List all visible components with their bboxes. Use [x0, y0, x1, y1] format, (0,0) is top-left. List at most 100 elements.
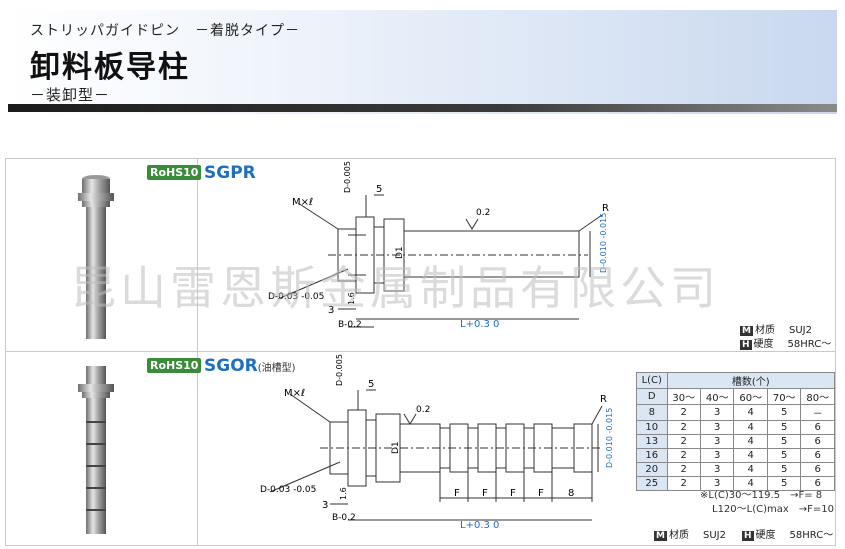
table-row: 13 2 3 4 5 6 — [636, 434, 835, 449]
dim-d1: D1 — [391, 441, 401, 454]
dim-mxl: M×ℓ — [292, 197, 313, 208]
table-cell: 6 — [800, 462, 835, 477]
dim-r: R — [600, 394, 607, 405]
table-cell: 2 — [666, 448, 701, 463]
product-code-sgor: SGOR(油槽型) — [204, 356, 296, 376]
dim-d-tol-right: D-0.010 -0.015 — [599, 213, 608, 273]
table-cell: 5 — [766, 404, 802, 421]
table-cell: 4 — [733, 448, 768, 463]
table-col-header: 40～ — [699, 388, 735, 405]
header-underline-bar — [8, 104, 837, 112]
table-row: 10 2 3 4 5 6 — [636, 420, 835, 435]
pin-photo-sgor — [78, 366, 114, 534]
table-cell: 6 — [800, 420, 835, 435]
dim-three: 3 — [322, 500, 328, 511]
dim-b-tol: B-0.2 — [332, 513, 356, 523]
dim-mxl: M×ℓ — [284, 388, 305, 399]
dim-d-tol-top: D-0.005 — [343, 161, 352, 193]
table-row: 20 2 3 4 5 6 — [636, 462, 835, 477]
dim-l-tol: L+0.3 0 — [460, 520, 499, 531]
pin-photo-sgpr — [78, 175, 114, 339]
hardness-value: 58HRC～ — [789, 530, 834, 541]
material-label: 材质 — [668, 530, 689, 541]
table-cell: － — [800, 404, 835, 421]
hardness-label: 硬度 — [755, 530, 776, 541]
dim-five: 5 — [376, 184, 382, 195]
table-cell: 2 — [666, 404, 701, 421]
table-corner-bottom: D — [636, 388, 668, 405]
product-code-sgpr: SGPR — [204, 163, 256, 183]
table-cell: 4 — [733, 420, 768, 435]
dim-d-tol-right: D-0.010 -0.015 — [605, 408, 614, 468]
table-cell-d: 13 — [636, 434, 668, 449]
dim-f-4: F — [538, 488, 544, 499]
dim-r: R — [602, 203, 609, 214]
table-cell-d: 10 — [636, 420, 668, 435]
watermark: 昆山雷恩斯金属制品有限公司 — [70, 261, 720, 315]
table-corner-top: L(C) — [636, 372, 668, 389]
table-cell: 2 — [666, 434, 701, 449]
dim-f-1: F — [454, 488, 460, 499]
dim-tol-02: 0.2 — [476, 208, 490, 218]
table-cell: 4 — [733, 476, 768, 491]
hardness-label: 硬度 — [753, 339, 774, 350]
table-cell-d: 16 — [636, 448, 668, 463]
table-cell: 5 — [766, 448, 802, 463]
dim-tol-02: 0.2 — [416, 405, 430, 415]
table-cell: 2 — [666, 476, 701, 491]
header-type-label: －装卸型－ — [30, 86, 111, 104]
table-cell: 6 — [800, 476, 835, 491]
product-code-note: (油槽型) — [257, 363, 296, 374]
dim-f-2: F — [482, 488, 488, 499]
dim-l-tol: L+0.3 0 — [460, 319, 499, 330]
dim-f-3: F — [510, 488, 516, 499]
dim-b-tol: B-0.2 — [338, 320, 362, 330]
product-panel-sgor: RoHS10 SGOR(油槽型) — [5, 351, 836, 546]
sgor-drawing: M×ℓ D-0.005 5 0.2 R D1 D-0.010 -0.015 D-… — [260, 354, 614, 531]
table-cell: 6 — [800, 434, 835, 449]
table-cell-d: 20 — [636, 462, 668, 477]
product-photo-sgpr — [6, 159, 198, 352]
product-photo-sgor — [6, 352, 198, 545]
table-cell: 4 — [733, 462, 768, 477]
table-col-header: 70～ — [766, 388, 802, 405]
page-title: 卸料板导柱 — [30, 50, 190, 85]
groove-note-1: ※L(C)30～119.5 →F= 8 — [700, 490, 823, 501]
table-cell-d: 25 — [636, 476, 668, 491]
table-col-header: 60～ — [733, 388, 768, 405]
table-cell: 2 — [666, 420, 701, 435]
table-col-header: 80～ — [800, 388, 835, 405]
table-cell: 5 — [766, 462, 802, 477]
dim-one-six: 1.6 — [347, 292, 356, 305]
dim-d1: D1 — [395, 246, 405, 259]
table-cell-d: 8 — [636, 404, 668, 421]
hardness-mark: H — [742, 531, 754, 541]
dim-five: 5 — [368, 379, 374, 390]
table-cell: 3 — [699, 404, 735, 421]
table-row: 8 2 3 4 5 － — [636, 404, 835, 421]
page-header — [8, 10, 837, 114]
hardness-value: 58HRC～ — [787, 339, 832, 350]
product-code-label: SGPR — [204, 163, 256, 183]
table-cell: 5 — [766, 434, 802, 449]
dim-d-tol-top: D-0.005 — [335, 354, 344, 386]
dim-three: 3 — [328, 305, 334, 316]
table-row: 16 2 3 4 5 6 — [636, 448, 835, 463]
table-row: 25 2 3 4 5 6 — [636, 476, 835, 491]
table-cell: 3 — [699, 448, 735, 463]
header-subtitle: ストリッパガイドピン －着脱タイプ－ — [30, 23, 300, 39]
dim-eight: 8 — [568, 488, 574, 499]
table-cell: 3 — [699, 420, 735, 435]
table-cell: 4 — [733, 404, 768, 421]
material-mark: M — [654, 531, 667, 541]
table-cell: 3 — [699, 434, 735, 449]
table-cell: 5 — [766, 476, 802, 491]
table-group-header: 槽数(个) — [666, 372, 835, 389]
table-cell: 4 — [733, 434, 768, 449]
sgpr-drawing: M×ℓ D-0.005 5 0.2 R D1 D-0.010 -0.015 D-… — [268, 161, 609, 330]
dim-one-six: 1.6 — [339, 487, 348, 500]
table-cell: 2 — [666, 462, 701, 477]
